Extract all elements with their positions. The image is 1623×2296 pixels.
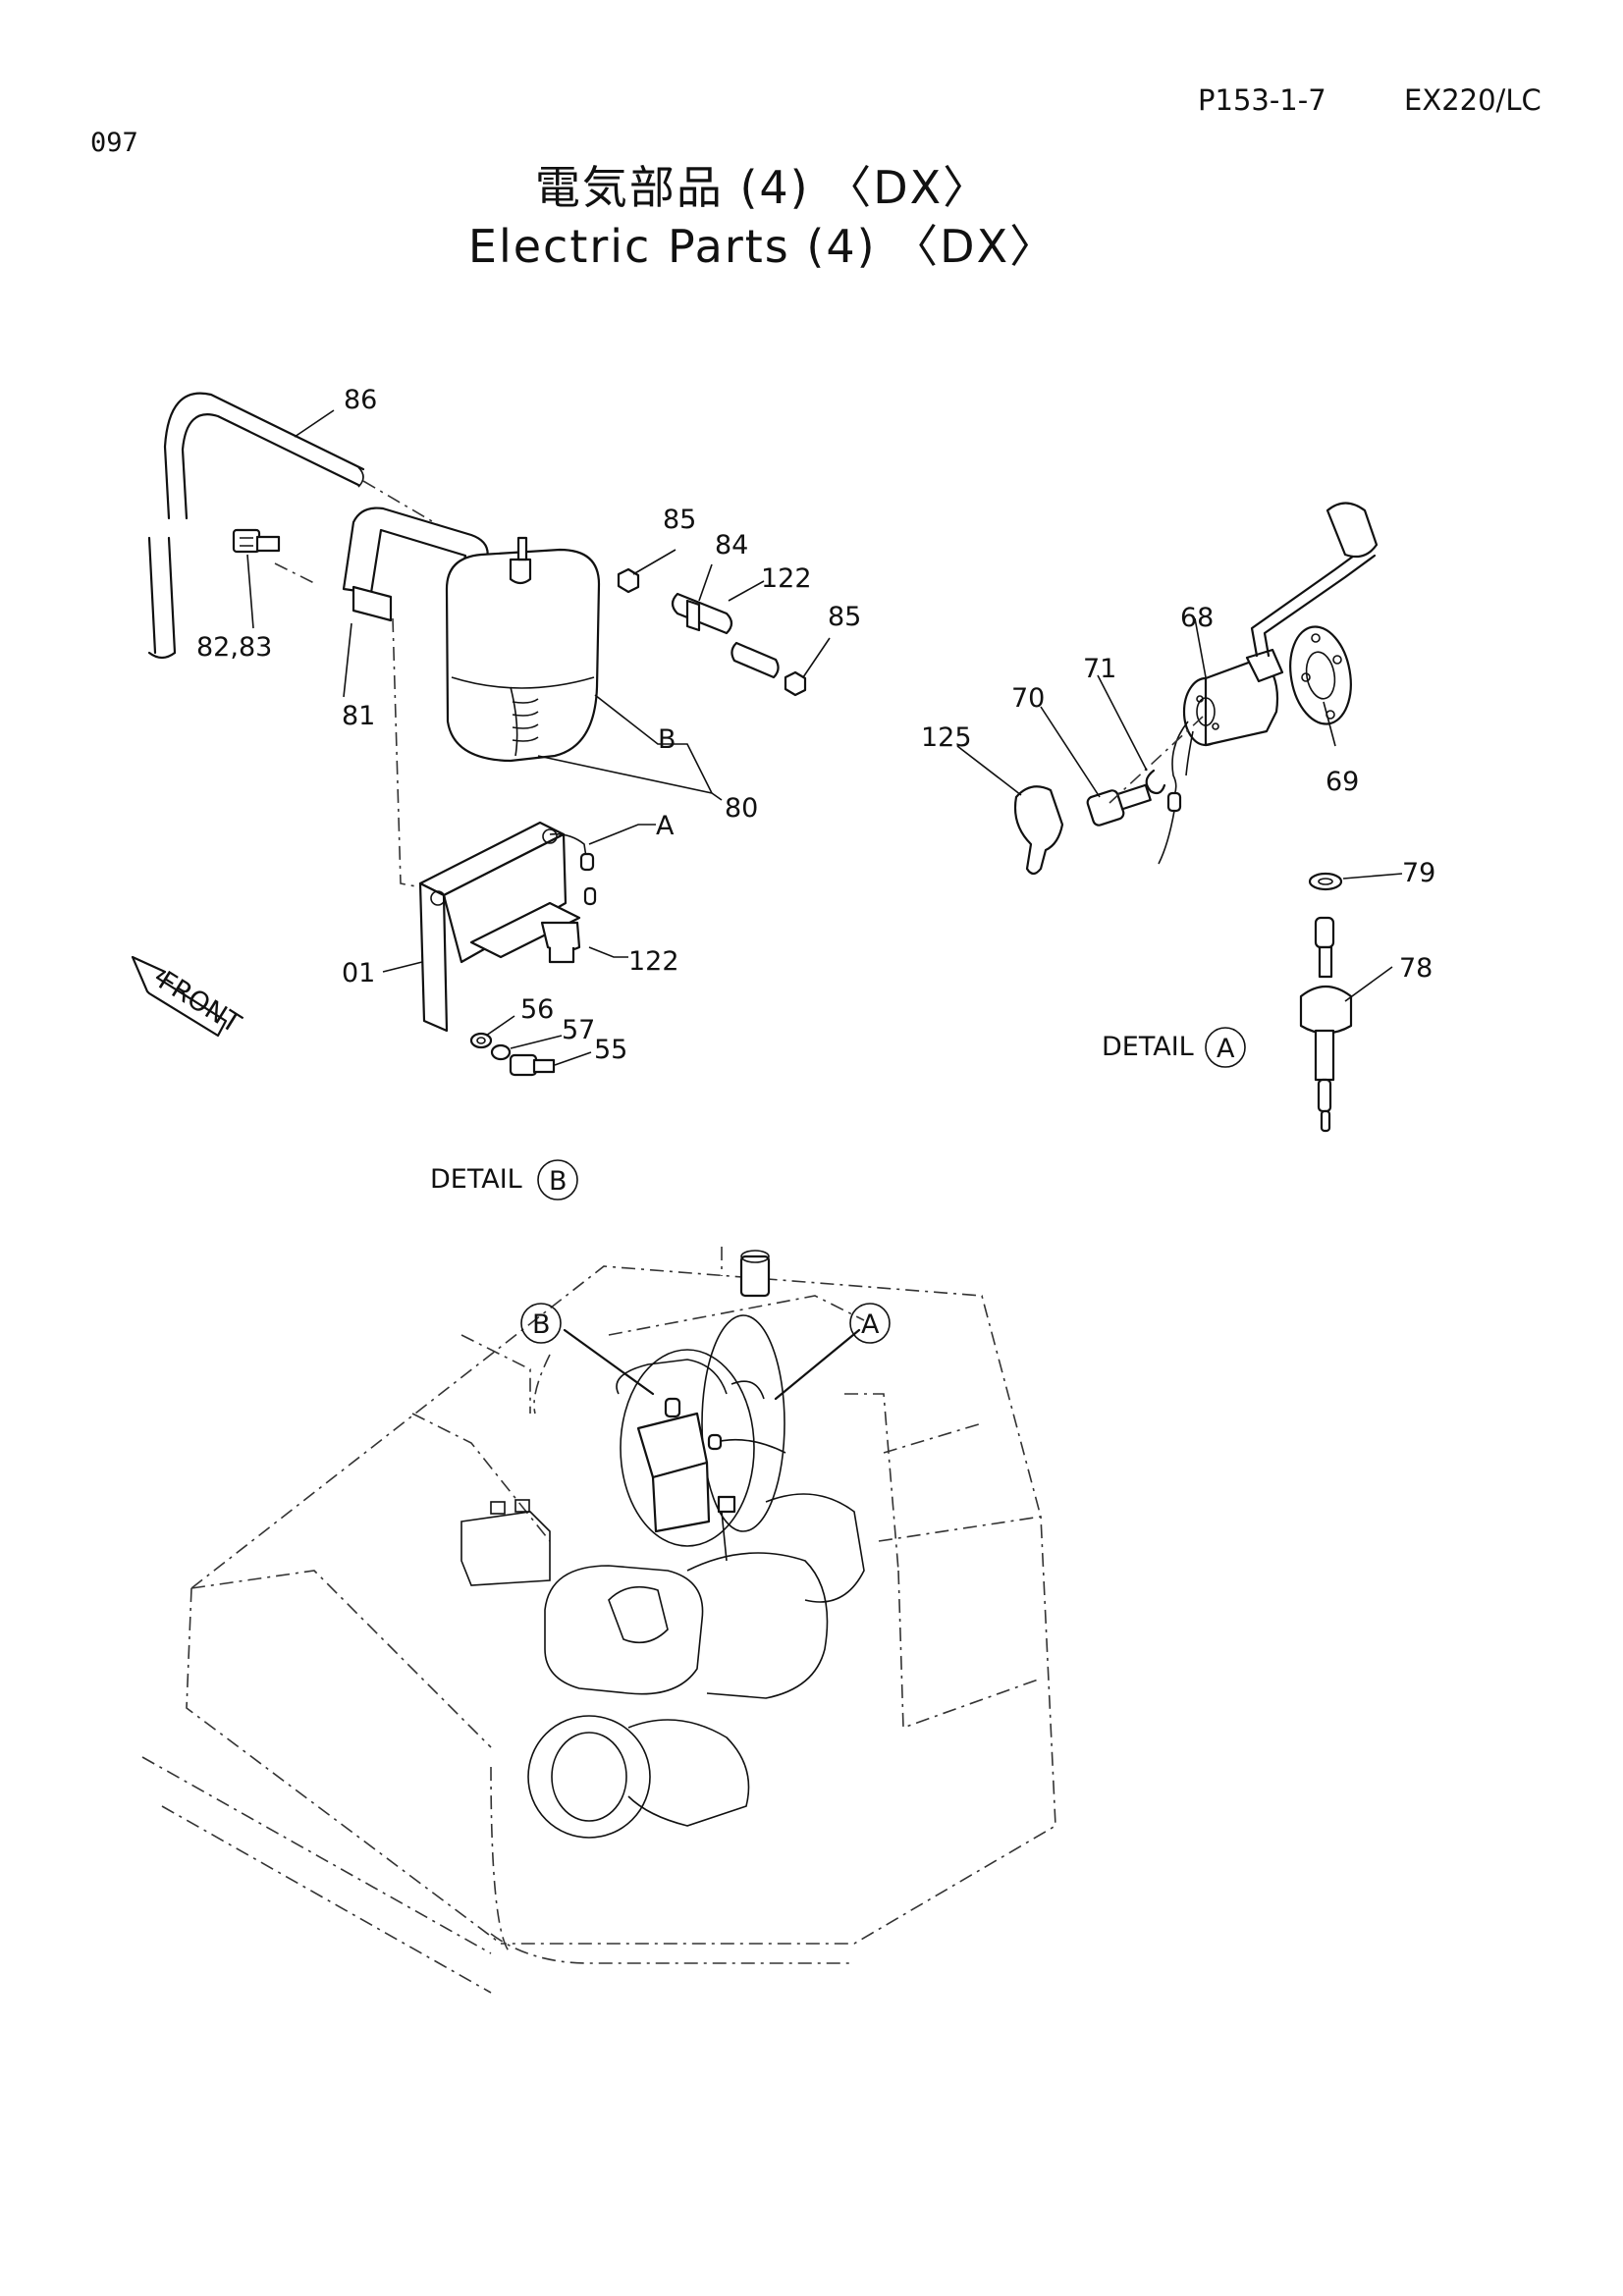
washer-79-part — [1308, 872, 1343, 891]
detail-b-caption: DETAIL — [430, 1164, 522, 1195]
knob-125-part — [1013, 785, 1064, 876]
detail-a-circle — [701, 1314, 785, 1532]
callout-71: 71 — [1083, 654, 1116, 684]
detail-b-circle — [620, 1349, 755, 1547]
callout-80: 80 — [725, 793, 758, 824]
page-title-japanese: 電気部品 (4) 〈DX〉 — [534, 161, 991, 214]
callout-56: 56 — [520, 994, 554, 1025]
overview-marker-a: A — [861, 1309, 880, 1340]
nut-85-lower-part — [784, 670, 807, 697]
washer-57-part — [490, 1043, 512, 1061]
callout-70: 70 — [1011, 683, 1045, 714]
detail-b-marker-circle — [537, 1159, 578, 1201]
callout-a-hose: A — [656, 811, 675, 841]
callout-86: 86 — [344, 385, 377, 415]
snap-ring-71-part — [1145, 769, 1166, 795]
callout-122-upper: 122 — [761, 563, 812, 594]
bolt-55-part — [509, 1053, 556, 1077]
hose-84-part — [671, 592, 780, 679]
page-title-english: Electric Parts (4) 〈DX〉 — [467, 220, 1057, 273]
detail-b-marker: B — [549, 1166, 568, 1197]
hose-part — [163, 392, 365, 520]
overview-marker-b: B — [532, 1309, 551, 1340]
callout-69: 69 — [1325, 767, 1359, 797]
sensor-78-part — [1299, 916, 1353, 1133]
machine-overview-drawing: B A — [141, 1247, 1056, 1994]
page-code: P153-1-7 — [1198, 83, 1326, 117]
nut-85-upper-part — [617, 567, 640, 594]
callout-122-lower: 122 — [628, 946, 679, 977]
callout-84: 84 — [715, 530, 748, 561]
page-number: 097 — [90, 128, 138, 158]
callout-01: 01 — [342, 958, 375, 988]
callout-57: 57 — [562, 1015, 595, 1045]
washer-56-part — [469, 1032, 493, 1049]
callout-55: 55 — [594, 1035, 627, 1065]
overview-marker-b-circle — [520, 1303, 562, 1344]
flange-69-part — [1289, 625, 1352, 725]
callout-78: 78 — [1399, 953, 1433, 984]
detail-a-marker: A — [1217, 1034, 1235, 1064]
callout-85-lower: 85 — [828, 602, 861, 632]
callout-85-upper: 85 — [663, 505, 696, 535]
reserve-tank-part — [445, 536, 601, 763]
overview-marker-a-circle — [849, 1303, 891, 1344]
detail-a-drawing: 68 71 70 125 69 79 78 DETAIL A — [921, 502, 1435, 1133]
callout-125: 125 — [921, 722, 972, 753]
switch-68-part — [1182, 648, 1284, 747]
detail-a-marker-circle — [1205, 1027, 1246, 1068]
model-code: EX220/LC — [1404, 83, 1542, 117]
callout-b-tank: B — [658, 724, 676, 755]
solenoid-122-part — [540, 832, 597, 964]
callout-82-83: 82,83 — [196, 632, 272, 663]
callout-79: 79 — [1402, 858, 1435, 888]
lever-part — [1250, 502, 1379, 658]
front-arrow-icon — [131, 955, 228, 1038]
callout-81: 81 — [342, 701, 375, 731]
callout-68: 68 — [1180, 603, 1214, 633]
detail-a-caption: DETAIL — [1102, 1032, 1194, 1062]
mounting-plate-part — [418, 821, 581, 1033]
detail-b-drawing: FRONT 86 85 84 122 85 82,83 81 B A 80 01… — [131, 385, 861, 1201]
bolt-82-part — [232, 528, 281, 554]
